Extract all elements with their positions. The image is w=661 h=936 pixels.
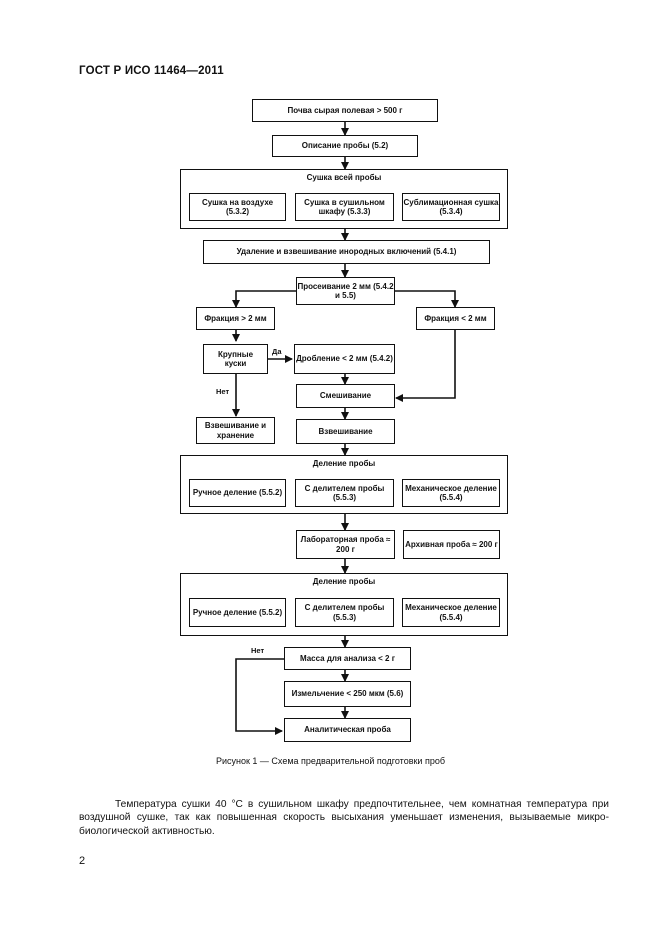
oven-drying-box: Сушка в сушильном шкафу (5.3.3) — [295, 193, 394, 221]
drying-group-title: Сушка всей пробы — [306, 173, 382, 182]
sample-description-box: Описание пробы (5.2) — [272, 135, 418, 157]
no-label: Нет — [216, 387, 230, 396]
soil-sample-box: Почва сырая полевая > 500 г — [252, 99, 438, 122]
manual-division-2-box: Ручное деление (5.5.2) — [189, 598, 286, 627]
division-group-1-frame: Деление пробы — [180, 455, 508, 514]
weigh-and-store-box: Взвешивание и хранение — [196, 417, 275, 444]
weighing-box: Взвешивание — [296, 419, 395, 444]
mechanical-division-2-box: Механическое деление (5.5.4) — [402, 598, 500, 627]
body-paragraph: Температура сушки 40 °С в сушильном шкаф… — [79, 799, 609, 837]
division-group-1-title: Деление пробы — [312, 459, 376, 468]
coarse-lumps-box: Крупные куски — [203, 344, 268, 374]
freeze-drying-box: Сублимационная сушка (5.3.4) — [402, 193, 500, 221]
fraction-over-2mm-box: Фракция > 2 мм — [196, 307, 275, 330]
division-group-2-title: Деление пробы — [312, 577, 376, 586]
archive-sample-box: Архивная проба ≈ 200 г — [403, 530, 500, 559]
document-header: ГОСТ Р ИСО 11464—2011 — [79, 65, 224, 77]
laboratory-sample-box: Лабораторная проба ≈ 200 г — [296, 530, 395, 559]
mechanical-division-1-box: Механическое деление (5.5.4) — [402, 479, 500, 507]
air-drying-box: Сушка на воздухе (5.3.2) — [189, 193, 286, 221]
fraction-under-2mm-box: Фракция < 2 мм — [416, 307, 495, 330]
analytical-sample-box: Аналитическая проба — [284, 718, 411, 742]
foreign-inclusions-box: Удаление и взвешивание инородных включен… — [203, 240, 490, 264]
mass-check-box: Масса для анализа < 2 г — [284, 647, 411, 670]
division-group-2-frame: Деление пробы — [180, 573, 508, 636]
yes-label: Да — [272, 347, 282, 356]
crushing-box: Дробление < 2 мм (5.4.2) — [294, 344, 395, 374]
no-loop-label: Нет — [251, 646, 265, 655]
manual-division-1-box: Ручное деление (5.5.2) — [189, 479, 286, 507]
drying-group-frame: Сушка всей пробы — [180, 169, 508, 229]
divider-division-2-box: С делителем пробы (5.5.3) — [295, 598, 394, 627]
divider-division-1-box: С делителем пробы (5.5.3) — [295, 479, 394, 507]
page-number: 2 — [79, 855, 86, 867]
grinding-box: Измельчение < 250 мкм (5.6) — [284, 681, 411, 707]
sieving-box: Просеивание 2 мм (5.4.2 и 5.5) — [296, 277, 395, 305]
mixing-box: Смешивание — [296, 384, 395, 408]
figure-caption: Рисунок 1 — Схема предварительной подгот… — [215, 756, 445, 766]
